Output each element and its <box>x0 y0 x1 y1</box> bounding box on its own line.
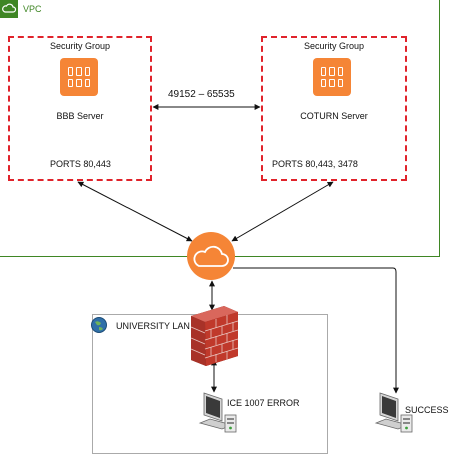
security-group-bbb: Security Group BBB Server PORTS 80,443 <box>8 36 152 181</box>
globe-icon <box>90 316 108 334</box>
university-lan-label: UNIVERSITY LAN <box>116 321 190 331</box>
bbb-ports-label: PORTS 80,443 <box>50 159 111 169</box>
cloud-gateway-icon <box>187 232 235 280</box>
bbb-server-label: BBB Server <box>56 111 104 121</box>
vpc-badge <box>0 0 18 18</box>
bbb-to-gateway-connector <box>77 181 193 242</box>
cloud-icon <box>2 3 17 13</box>
ec2-instance-icon <box>313 58 351 96</box>
coturn-server-label: COTURN Server <box>300 111 368 121</box>
port-range-label: 49152 – 65535 <box>168 89 235 100</box>
gateway-to-success-connector <box>233 267 399 394</box>
vpc-label: VPC <box>23 4 42 14</box>
success-label: SUCCESS <box>405 405 449 415</box>
security-group-title: Security Group <box>303 41 365 51</box>
security-group-coturn: Security Group COTURN Server PORTS 80,44… <box>261 36 407 181</box>
ec2-instance-icon <box>60 58 98 96</box>
firewall-icon <box>190 306 239 366</box>
ice-error-label: ICE 1007 ERROR <box>227 398 300 408</box>
workstation-icon <box>374 392 413 433</box>
security-group-title: Security Group <box>49 41 111 51</box>
coturn-ports-label: PORTS 80,443, 3478 <box>272 159 358 169</box>
workstation-icon <box>198 392 237 433</box>
coturn-to-gateway-connector <box>231 181 334 242</box>
